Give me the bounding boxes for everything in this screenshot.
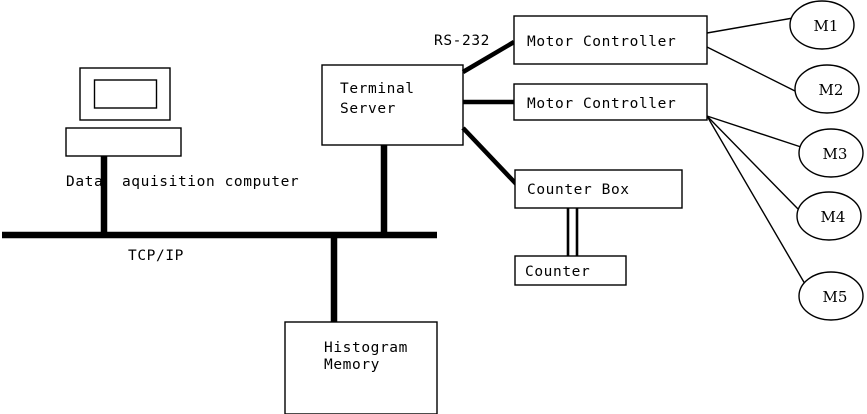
motor-m3-label: M3 xyxy=(823,145,848,163)
motor-controller-2-label: Motor Controller xyxy=(527,96,676,112)
motor-controller-1-node[interactable]: Motor Controller xyxy=(513,15,708,65)
motor-controller-1-box xyxy=(513,15,708,65)
link-terminal-server-to-motor-controller-1 xyxy=(461,40,516,74)
counter-box-rect xyxy=(514,169,683,209)
link-motor-controller-2-to-m4 xyxy=(706,115,800,211)
counter-box-node[interactable]: Counter Box xyxy=(514,169,683,209)
motor-m5-label: M5 xyxy=(823,288,848,306)
motor-m4-node[interactable]: M4 xyxy=(796,191,862,241)
link-motor-controller-2-to-m5 xyxy=(706,115,806,285)
motor-m1-ellipse xyxy=(789,0,855,50)
link-motor-controller-1-to-m1 xyxy=(706,17,794,34)
histogram-memory-label-line1: Histogram xyxy=(324,340,408,356)
histogram-memory-label-line2: Memory xyxy=(324,357,380,373)
terminal-server-label-line1: Terminal xyxy=(340,81,415,97)
motor-m1-label: M1 xyxy=(814,17,839,35)
motor-m4-ellipse xyxy=(796,191,862,241)
link-terminal-server-to-counter-box xyxy=(461,126,522,190)
histogram-memory-node[interactable]: Histogram Memory xyxy=(284,321,438,414)
link-motor-controller-1-to-m2 xyxy=(706,46,798,93)
motor-m2-node[interactable]: M2 xyxy=(794,64,860,114)
motor-m2-label: M2 xyxy=(819,81,844,99)
motor-m5-node[interactable]: M5 xyxy=(798,271,864,321)
counter-node[interactable]: Counter xyxy=(514,255,627,286)
terminal-server-node[interactable]: Terminal Server xyxy=(321,64,464,146)
terminal-server-box xyxy=(321,64,464,146)
counter-label: Counter xyxy=(525,264,590,280)
terminal-server-label-line2: Server xyxy=(340,101,396,117)
link-motor-controller-2-to-m3 xyxy=(706,115,802,148)
motor-controller-2-box xyxy=(513,83,708,121)
counter-box-label: Counter Box xyxy=(527,182,630,198)
computer-base-unit xyxy=(65,127,182,157)
tcpip-bus-label: TCP/IP xyxy=(128,248,184,264)
motor-controller-2-node[interactable]: Motor Controller xyxy=(513,83,708,121)
motor-controller-1-label: Motor Controller xyxy=(527,34,676,50)
motor-m4-label: M4 xyxy=(821,208,846,226)
rs232-label: RS-232 xyxy=(434,33,490,49)
computer-monitor-screen xyxy=(93,79,158,109)
motor-m5-ellipse xyxy=(798,271,864,321)
data-acquisition-computer-node[interactable] xyxy=(65,67,182,157)
motor-m3-node[interactable]: M3 xyxy=(798,128,864,178)
counter-rect xyxy=(514,255,627,286)
data-acquisition-computer-label: Data aquisition computer xyxy=(66,174,299,190)
histogram-memory-box xyxy=(284,321,438,414)
motor-m2-ellipse xyxy=(794,64,860,114)
motor-m3-ellipse xyxy=(798,128,864,178)
motor-m1-node[interactable]: M1 xyxy=(789,0,855,50)
